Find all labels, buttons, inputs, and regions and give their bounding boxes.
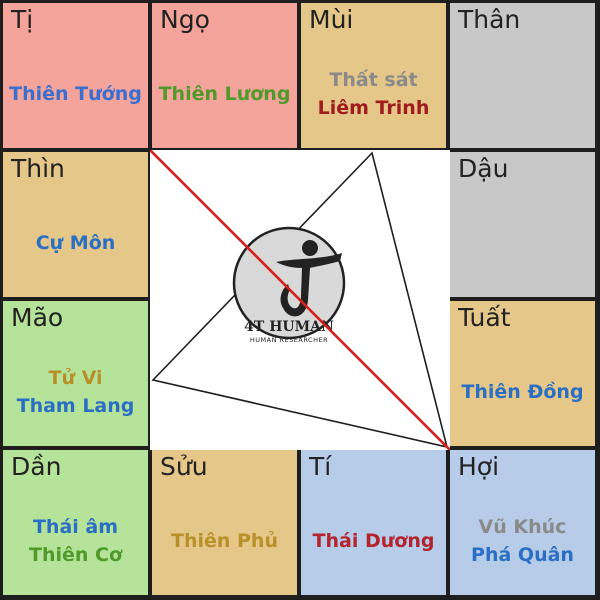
palace-mao: Mão Tử Vi Tham Lang: [3, 301, 148, 446]
star-list: Thiên Tướng: [3, 45, 148, 142]
branch-label: Sửu: [160, 452, 208, 481]
branch-label: Thìn: [11, 154, 65, 183]
star-list: [450, 45, 595, 142]
star-name: Liêm Trinh: [317, 96, 430, 119]
star-list: Thiên Lương: [152, 45, 297, 142]
star-name: Thái Dương: [312, 529, 435, 552]
logo-figure-icon: [276, 240, 342, 317]
palace-dau: Dậu: [450, 152, 595, 297]
branch-label: Tí: [309, 452, 332, 481]
palace-than: Thân: [450, 3, 595, 148]
center-area: 4T HUMAN HUMAN RESEARCHER: [150, 150, 450, 450]
star-list: Tử Vi Tham Lang: [3, 343, 148, 440]
star-name: Thiên Đồng: [461, 380, 584, 403]
branch-label: Hợi: [458, 452, 500, 481]
star-list: Thiên Đồng: [450, 343, 595, 440]
logo: 4T HUMAN HUMAN RESEARCHER: [232, 226, 346, 344]
star-name: Thiên Cơ: [28, 543, 123, 566]
branch-label: Mão: [11, 303, 64, 332]
branch-label: Dần: [11, 452, 62, 481]
star-name: Vũ Khúc: [478, 515, 567, 538]
center-drawing: 4T HUMAN HUMAN RESEARCHER: [150, 150, 450, 450]
star-name: Thiên Lương: [158, 82, 291, 105]
logo-name: 4T HUMAN: [244, 319, 334, 335]
branch-label: Tị: [11, 5, 34, 34]
star-name: Cự Môn: [35, 231, 116, 254]
palace-thin: Thìn Cự Môn: [3, 152, 148, 297]
star-name: Thiên Phủ: [170, 529, 278, 552]
branch-label: Mùi: [309, 5, 354, 34]
logo-tagline: HUMAN RESEARCHER: [250, 336, 328, 344]
star-name: Tử Vi: [48, 366, 103, 389]
star-name: Thiên Tướng: [9, 82, 142, 105]
star-list: Thiên Phủ: [152, 492, 297, 589]
star-name: Tham Lang: [16, 394, 135, 417]
branch-label: Dậu: [458, 154, 509, 183]
star-list: Thái Dương: [301, 492, 446, 589]
star-list: Cự Môn: [3, 194, 148, 291]
star-name: Phá Quân: [471, 543, 574, 566]
star-name: Thái âm: [32, 515, 119, 538]
red-diagonal-line: [150, 150, 450, 450]
branch-label: Tuất: [458, 303, 511, 332]
star-list: [450, 194, 595, 291]
branch-label: Thân: [458, 5, 521, 34]
star-list: Thái âm Thiên Cơ: [3, 492, 148, 589]
logo-circle: [232, 226, 346, 340]
branch-label: Ngọ: [160, 5, 210, 34]
star-name: Thất sát: [329, 68, 418, 91]
